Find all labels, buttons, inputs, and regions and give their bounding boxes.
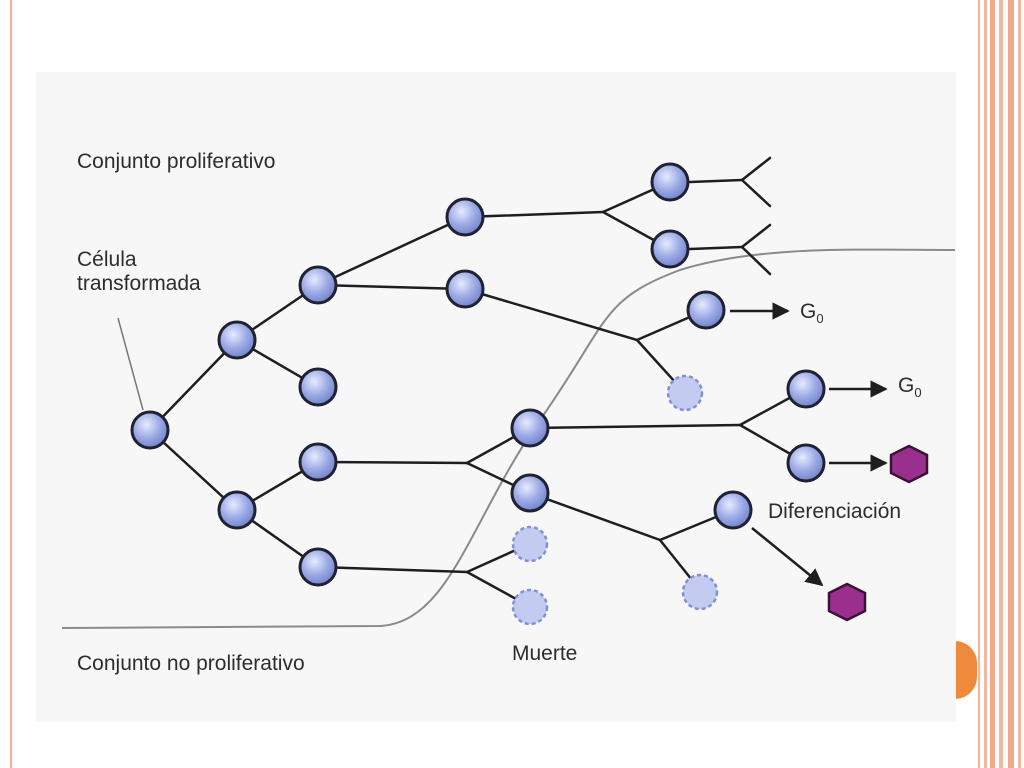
- cell: [217, 490, 257, 530]
- label-pointer-line: [117, 317, 144, 411]
- cell: [510, 408, 550, 448]
- g0-label-sub: 0: [914, 385, 922, 401]
- cell: [510, 473, 550, 513]
- dying-cell: [511, 525, 549, 563]
- cell: [713, 490, 753, 530]
- g0-label: G0: [800, 300, 824, 327]
- cell: [650, 229, 690, 269]
- right-decor-bar: [999, 0, 1003, 768]
- right-decor-bar: [984, 0, 987, 768]
- g0-label-main: G: [898, 374, 915, 397]
- cell: [445, 269, 485, 309]
- transformed-cell-label-line1: Célula: [77, 248, 137, 271]
- transformed-cell: [130, 410, 170, 450]
- right-decor-bar: [1008, 0, 1014, 768]
- g0-label-sub: 0: [816, 311, 824, 327]
- cell: [786, 369, 826, 409]
- g0-label-main: G: [800, 300, 817, 323]
- dying-cell: [681, 573, 719, 611]
- cell: [650, 162, 690, 202]
- cell: [298, 265, 338, 305]
- cell: [786, 443, 826, 483]
- accent-tab: [955, 641, 977, 699]
- proliferative-pool-label: Conjunto proliferativo: [77, 150, 276, 173]
- cell: [445, 197, 485, 237]
- cell: [298, 367, 338, 407]
- right-decor-bar: [990, 0, 995, 768]
- death-label: Muerte: [512, 642, 578, 665]
- g0-label: G0: [898, 374, 922, 401]
- differentiation-label: Diferenciación: [768, 500, 902, 523]
- pool-separation-curve: [61, 248, 956, 629]
- arrow-to-differentiated: [751, 527, 824, 587]
- non-proliferative-pool-label: Conjunto no proliferativo: [77, 652, 305, 675]
- transformed-cell-label-line2: transformada: [77, 272, 201, 296]
- right-decor-bar: [1018, 0, 1021, 768]
- fate-arrows: [730, 302, 888, 587]
- differentiated-cell-hexagon: [889, 444, 929, 484]
- dying-cell: [666, 374, 704, 412]
- dying-cell: [511, 588, 549, 626]
- cell: [217, 320, 257, 360]
- transformed-cell-label: Célula transformada: [77, 248, 277, 296]
- differentiated-cell-hexagon: [827, 582, 867, 622]
- cell: [686, 290, 726, 330]
- cell: [298, 547, 338, 587]
- slide-frame: [10, 0, 980, 768]
- cell: [298, 442, 338, 482]
